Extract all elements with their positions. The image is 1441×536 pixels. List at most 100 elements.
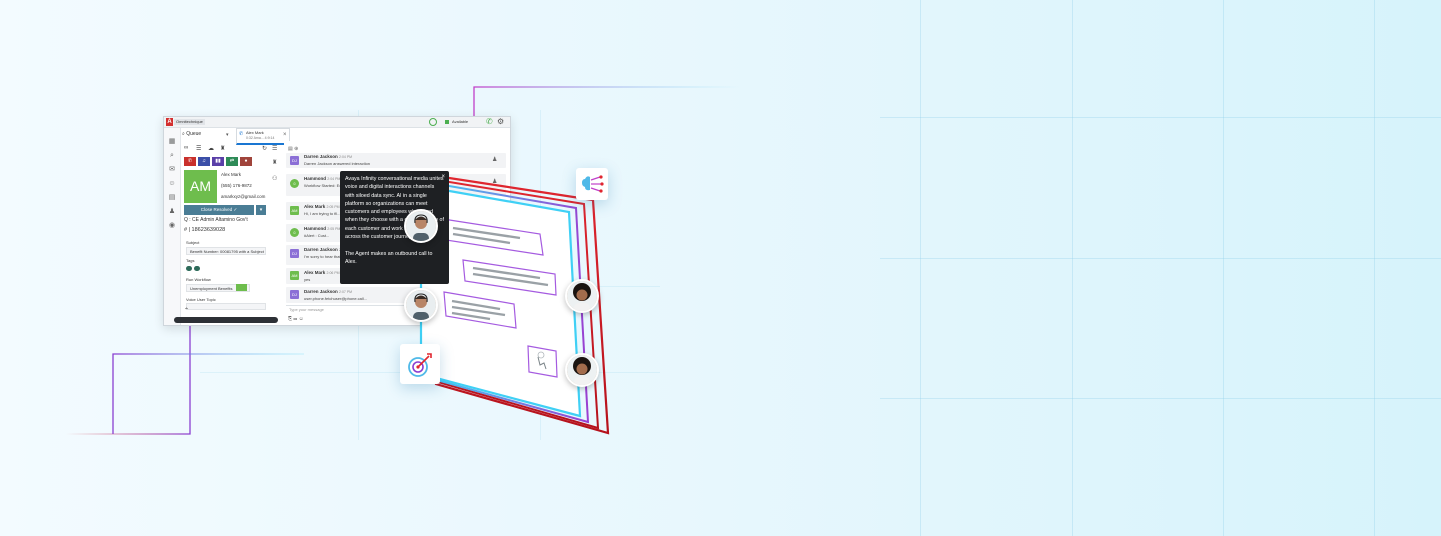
org-label: Omnitechnique	[174, 119, 205, 125]
queue-icon: ⌕	[182, 131, 187, 137]
chevron-down-icon[interactable]: ▾	[226, 132, 229, 138]
voicemail-icon[interactable]: ∞	[184, 145, 189, 151]
org-chart-icon[interactable]: ♜	[220, 146, 226, 152]
chat-bubbles-icon[interactable]: ☁	[208, 146, 214, 152]
customer-avatar	[565, 279, 599, 313]
chat-icon[interactable]: ✉	[169, 166, 175, 173]
contact-switch-icon[interactable]: ⚇	[272, 176, 278, 182]
queue-selector[interactable]: ⌕ Queue	[182, 131, 234, 139]
close-icon[interactable]: ×	[283, 132, 287, 138]
left-nav-rail: ▦ ⌕ ✉ ☺ ▤ ♟ ◉	[164, 128, 181, 325]
message-avatar: DJ	[290, 290, 299, 299]
grid-line	[1223, 0, 1224, 536]
subject-label: Subject	[186, 240, 200, 245]
tab-timer: 0:32 Ama... 4:9:14	[246, 136, 275, 140]
sender-name: Hammond	[304, 176, 327, 181]
message-sender: Hammond 2:04 PM	[304, 176, 340, 181]
menu-icon[interactable]: ☰	[196, 146, 202, 152]
tag-chip[interactable]	[194, 266, 200, 271]
voice-topic-label: Voice User Topic	[186, 297, 216, 302]
message-text: user.phone.fetchuser@phone.call...	[304, 296, 367, 301]
title-bar: A Omnitechnique Available ✆ ⚙	[164, 117, 510, 128]
run-workflow-button[interactable]	[236, 284, 247, 291]
sender-name: Hammond	[304, 226, 327, 231]
message-avatar: DJ	[290, 156, 299, 165]
message-time: 2:06 PM	[326, 271, 340, 275]
avaya-logo-icon: A	[166, 118, 173, 126]
phone-icon[interactable]: ✆	[486, 117, 493, 126]
settings-icon[interactable]: ⚙	[497, 117, 505, 126]
message-input[interactable]: Type your message	[289, 307, 324, 312]
message-sender: Darren Jackson 2:07 PM	[304, 289, 352, 294]
refresh-icon[interactable]: ↻	[262, 146, 268, 152]
record-button[interactable]: ●	[240, 157, 252, 166]
sender-name: Alex Mark	[304, 204, 326, 209]
voice-topic-select[interactable]	[186, 303, 266, 310]
tool-row: ∞ ☰ ☁ ♜ ↻	[184, 145, 270, 153]
search-icon[interactable]	[429, 118, 437, 126]
message-sender: Hammond 2:05 PM	[304, 226, 340, 231]
workflow-label: Run Workflow	[186, 277, 211, 282]
close-resolved-button[interactable]: Close Resolved ✓	[184, 205, 254, 215]
attachment-icon[interactable]: ⎘ ▭ ☺	[288, 316, 304, 322]
bot-avatar: ☺	[290, 179, 299, 188]
grid-line	[880, 258, 1441, 259]
contact-name: Alex Mark	[221, 172, 242, 177]
message-avatar: AM	[290, 206, 299, 215]
message-time: 2:05 PM	[326, 205, 340, 209]
message-avatar: AM	[290, 271, 299, 280]
message-time: 2:05 PM	[327, 227, 341, 231]
calendar-icon[interactable]: ▤	[168, 194, 176, 201]
workflow-select[interactable]: Unemployment Benefits	[186, 284, 250, 292]
hangup-button[interactable]: ✆	[184, 157, 196, 166]
message-sender: Alex Mark 2:06 PM	[304, 270, 340, 275]
close-resolved-label: Close Resolved	[200, 207, 233, 212]
subject-field[interactable]: Benefit Number: 00081795 with a Subject	[186, 247, 266, 255]
phone-icon: ✆	[239, 131, 244, 137]
message-time: 2:04 PM	[339, 155, 353, 159]
person-icon[interactable]: ♟	[492, 179, 498, 185]
sender-name: Darren Jackson	[304, 154, 338, 159]
person-icon[interactable]: ♟	[492, 157, 498, 163]
chat-message: DJ Darren Jackson 2:07 PM user.phone.fet…	[286, 287, 506, 303]
agent-avatar	[404, 288, 438, 322]
chevron-down-icon[interactable]: ▾	[256, 205, 266, 215]
chat-message: DJ Darren Jackson 2:04 PM Darren Jackson…	[286, 153, 506, 179]
scroll-handle[interactable]	[174, 317, 278, 323]
contacts-icon[interactable]: ☺	[168, 180, 176, 187]
queue-label: Queue	[186, 131, 202, 137]
grid-line	[920, 0, 921, 536]
dashboard-icon[interactable]: ▦	[168, 138, 176, 145]
contact-email[interactable]: amarkxyz@gmail.com	[221, 194, 266, 199]
close-icon[interactable]: ×	[441, 174, 445, 180]
chevron-up-icon[interactable]: ⌃	[184, 308, 190, 314]
status-label[interactable]: Available	[452, 119, 469, 124]
eye-icon[interactable]: ◉	[168, 222, 176, 229]
transfer-button[interactable]: ⇄	[226, 157, 238, 166]
sender-name: Alex Mark	[304, 270, 326, 275]
team-icon[interactable]: ♟	[168, 208, 176, 215]
search-icon[interactable]: ⌕	[170, 152, 174, 159]
grid-line	[880, 398, 1441, 399]
mute-button[interactable]: ♫	[198, 157, 210, 166]
call-controls: ✆ ♫ ▮▮ ⇄ ●	[184, 157, 260, 166]
message-time: 2:07 PM	[339, 290, 353, 294]
contact-phone[interactable]: (555) 176-9872	[221, 183, 252, 188]
message-avatar: DJ	[290, 249, 299, 258]
tag-chip[interactable]	[186, 266, 192, 271]
hold-button[interactable]: ▮▮	[212, 157, 224, 166]
message-text: yes	[304, 277, 311, 282]
filter-icon[interactable]: ▤ ⊕	[288, 146, 299, 152]
message-composer: Type your message ⎘ ▭ ☺	[286, 305, 404, 324]
message-text: #Alert : Cust...	[304, 233, 330, 238]
sender-name: Darren Jackson	[304, 289, 338, 294]
interaction-tab[interactable]: ✆ Alex Mark 0:32 Ama... 4:9:14 ×	[236, 128, 290, 145]
status-indicator	[445, 120, 449, 124]
tags-label: Tags	[186, 258, 195, 263]
org-chart-icon[interactable]: ♜	[272, 160, 278, 166]
list-icon[interactable]: ☰	[272, 146, 278, 152]
customer-avatar	[565, 353, 599, 387]
agent-avatar	[404, 209, 438, 243]
agent-workspace-window: A Omnitechnique Available ✆ ⚙ ▦ ⌕ ✉ ☺ ▤ …	[163, 116, 511, 326]
